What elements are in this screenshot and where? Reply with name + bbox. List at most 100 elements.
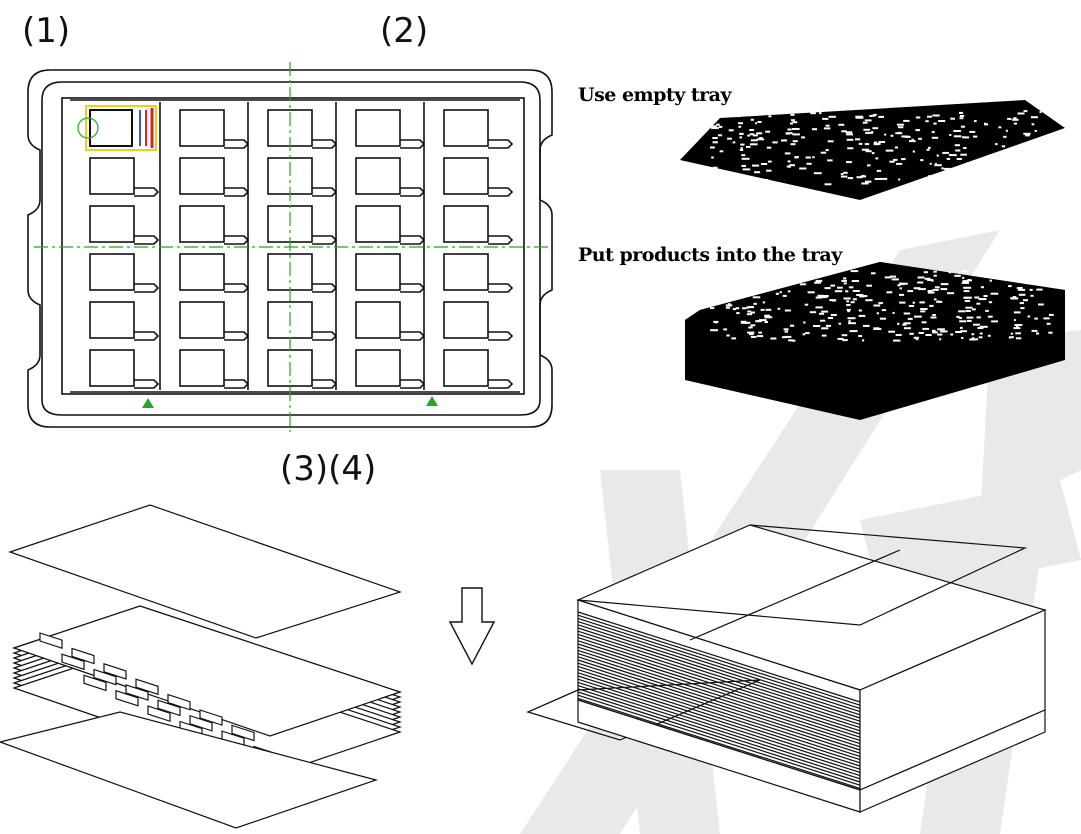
tray-speckle: [1025, 134, 1030, 137]
tray-speckle: [739, 136, 742, 139]
tray-speckle: [1048, 331, 1053, 334]
tray-speckle: [852, 290, 860, 292]
tray-speckle: [761, 289, 769, 292]
tray-speckle: [871, 272, 876, 275]
tray-speckle: [1020, 307, 1025, 310]
tray-arrow: [488, 139, 514, 149]
tray-speckle: [903, 119, 910, 122]
stack-layer-line: [577, 665, 861, 757]
tray-speckle: [878, 115, 884, 118]
stack-layer-line: [577, 662, 861, 754]
tray-speckle: [851, 280, 859, 282]
tray-speckle: [876, 169, 882, 172]
tray-speckle: [978, 336, 983, 339]
tray-speckle: [924, 277, 931, 280]
tray-speckle: [756, 335, 764, 338]
tray-speckle: [1036, 288, 1043, 291]
tray-speckle: [846, 133, 853, 136]
tray-speckle: [749, 326, 753, 329]
tray-speckle: [716, 123, 720, 126]
tray-cell: [179, 301, 225, 339]
tray-speckle: [919, 301, 925, 304]
tray-cell: [179, 157, 225, 195]
tray-speckle: [899, 283, 905, 286]
tray-speckle: [1010, 149, 1014, 152]
tray-speckle: [940, 288, 948, 291]
tray-speckle: [758, 331, 762, 334]
tray-speckle: [847, 310, 850, 313]
tray-speckle: [1017, 112, 1025, 115]
tray-speckle: [784, 152, 791, 155]
tray-speckle: [1013, 319, 1016, 322]
tray-arrow: [134, 283, 160, 293]
tray-speckle: [863, 324, 870, 327]
tray-speckle: [855, 138, 861, 141]
tray-speckle: [1036, 157, 1044, 160]
tray-speckle: [897, 126, 904, 129]
tray-speckle: [848, 286, 854, 289]
tray-speckle: [819, 112, 822, 115]
tray-speckle: [747, 331, 755, 334]
tray-speckle: [902, 323, 907, 326]
stack-layer-line: [577, 614, 861, 706]
tray-speckle: [918, 288, 926, 291]
tray-speckle: [891, 278, 899, 281]
top-tray-cell: [231, 724, 255, 742]
tray-speckle: [1015, 325, 1019, 328]
tray-speckle: [959, 115, 965, 117]
tray-cell: [89, 205, 135, 243]
tray-speckle: [805, 156, 811, 159]
tray-speckle: [953, 130, 961, 132]
tray-speckle: [825, 124, 830, 127]
tray-speckle: [959, 326, 963, 329]
tray-speckle: [777, 307, 781, 310]
tray-speckle: [843, 277, 847, 280]
tray-cell: [355, 205, 401, 243]
tray-speckle: [766, 146, 772, 149]
tray-speckle: [731, 337, 737, 340]
tray-speckle: [933, 270, 937, 273]
tray-speckle: [775, 292, 779, 295]
tray-speckle: [912, 150, 915, 153]
tray-speckle: [791, 339, 796, 342]
tray-speckle: [979, 271, 985, 274]
top-tray-cell: [125, 684, 149, 701]
tray-speckle: [726, 334, 730, 337]
tray-speckle: [866, 284, 872, 287]
tray-speckle: [846, 138, 854, 141]
tray-speckle: [759, 319, 767, 322]
tray-speckle: [728, 303, 731, 306]
tray-speckle: [822, 295, 829, 297]
tray-speckle: [947, 292, 955, 295]
stack-layer-line: [577, 688, 861, 780]
tray-speckle: [740, 143, 745, 146]
tray-speckle: [1034, 317, 1038, 320]
tray-speckle: [855, 115, 864, 118]
tray-speckle: [819, 312, 825, 315]
tray-speckle: [1023, 132, 1031, 135]
tray-speckle: [841, 279, 847, 282]
tray-cell: [179, 109, 225, 147]
tray-speckle: [837, 337, 844, 340]
tray-speckle: [925, 334, 932, 336]
tray-speckle: [710, 146, 715, 149]
tray-speckle: [838, 322, 842, 325]
tray-arrow: [488, 283, 514, 293]
tray-speckle: [740, 320, 747, 323]
tray-speckle: [764, 314, 771, 317]
tray-speckle: [822, 117, 829, 120]
tray-speckle: [825, 149, 829, 152]
tray-speckle: [813, 325, 821, 327]
tray-speckle: [735, 307, 740, 310]
tray-speckle: [913, 287, 921, 290]
tray-speckle: [841, 130, 847, 133]
tray-speckle: [876, 312, 879, 315]
tray-speckle: [907, 317, 913, 320]
tray-speckle: [871, 152, 875, 155]
tray-speckle: [948, 154, 957, 157]
tray-speckle: [938, 120, 946, 122]
tray-speckle: [863, 128, 871, 131]
tray-speckle: [956, 158, 962, 160]
tray-speckle: [1009, 154, 1014, 157]
tray-speckle: [874, 143, 880, 146]
